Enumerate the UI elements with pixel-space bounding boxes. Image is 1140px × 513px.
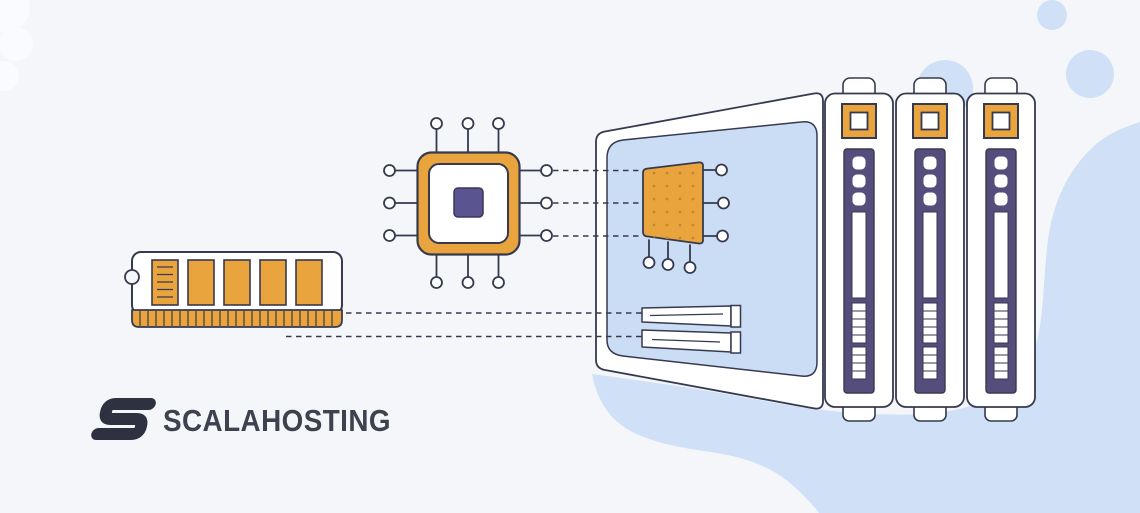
ram-chip-stripes — [157, 266, 173, 298]
ram-notch — [124, 269, 140, 285]
server-tower-2 — [895, 77, 965, 422]
cpu-pin-contacts — [383, 117, 553, 289]
decor-circle-medium — [1066, 50, 1114, 98]
scalahosting-logo: SCALAHOSTING — [91, 398, 391, 440]
chassis-memory-bars — [641, 304, 742, 354]
top-left-cloud-shape — [0, 0, 33, 91]
cpu-core-square — [453, 187, 484, 218]
ram-connector-pins — [139, 311, 333, 326]
die-pins — [648, 169, 719, 263]
die-pin-contacts — [642, 163, 730, 274]
cpu-chip-illustration — [383, 117, 553, 289]
cpu-connection-lines — [553, 169, 643, 237]
brand-name-text: SCALAHOSTING — [163, 403, 391, 438]
ram-chips — [151, 259, 323, 306]
memory-bar-1 — [641, 304, 742, 328]
server-tower-3 — [966, 77, 1036, 422]
server-tower-1 — [824, 77, 894, 422]
decor-circle-small — [1037, 0, 1067, 30]
cpu-pin-lines — [394, 128, 542, 278]
server-chassis-illustration — [595, 92, 824, 410]
ram-connector-strip — [131, 309, 343, 328]
memory-bar-2 — [641, 329, 742, 354]
scalahosting-s-mark-icon — [91, 398, 156, 440]
ram-module-illustration — [124, 251, 343, 328]
chassis-processor-die — [642, 161, 730, 274]
